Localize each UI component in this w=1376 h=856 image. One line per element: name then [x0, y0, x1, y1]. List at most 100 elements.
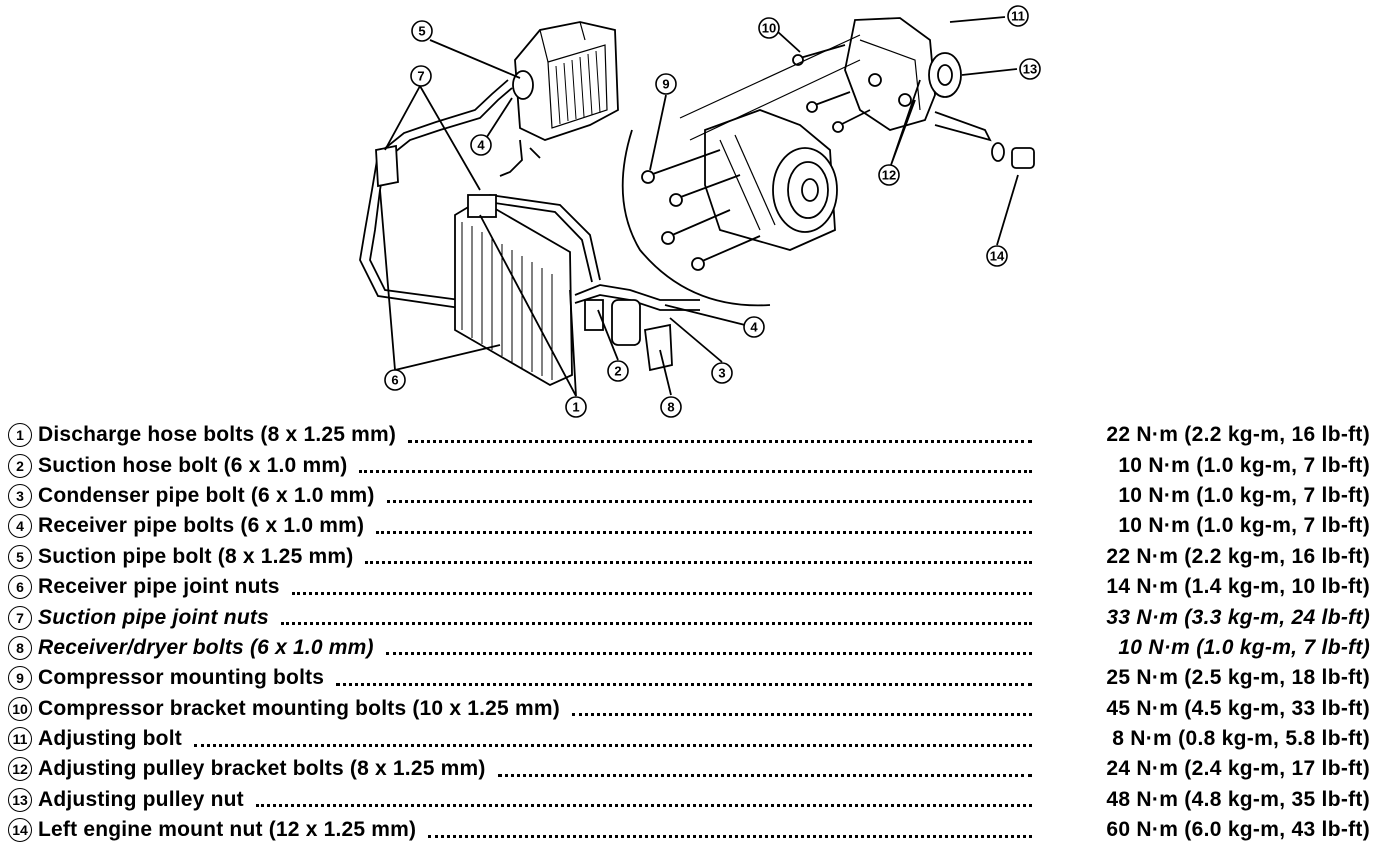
callout-14: 14 [986, 245, 1008, 267]
callout-6-label: 6 [391, 373, 398, 388]
callout-4b-label: 4 [477, 138, 485, 153]
callout-2-label: 2 [614, 364, 621, 379]
detail-arc [621, 129, 771, 307]
callout-7-label: 7 [417, 69, 424, 84]
spec-torque-value: 8 N·m (0.8 kg-m, 5.8 lb-ft) [1112, 727, 1370, 751]
leader-dots [365, 561, 1032, 565]
callout-11-label: 11 [1011, 9, 1025, 24]
callout-2: 2 [607, 360, 629, 382]
ac-system-diagram: 1 2 3 4 4 5 6 7 8 9 10 11 12 13 14 [359, 5, 1041, 418]
spec-torque-value: 48 N·m (4.8 kg-m, 35 lb-ft) [1106, 787, 1370, 811]
spec-label: Compressor bracket mounting bolts (10 x … [38, 696, 560, 720]
suction-pipe [359, 79, 560, 309]
leader-dots [571, 713, 1032, 717]
spec-torque-value: 33 N·m (3.3 kg-m, 24 lb-ft) [1106, 605, 1370, 629]
callout-4a-label: 4 [750, 320, 758, 335]
spec-torque-value: 45 N·m (4.5 kg-m, 33 lb-ft) [1106, 696, 1370, 720]
leader-dots [497, 773, 1032, 777]
compressor [641, 109, 838, 271]
spec-label: Adjusting bolt [38, 727, 182, 751]
callout-4-receiver: 4 [743, 316, 765, 338]
leader-dots [385, 652, 1032, 656]
spec-torque-value: 25 N·m (2.5 kg-m, 18 lb-ft) [1106, 666, 1370, 690]
spec-number: 3 [8, 483, 32, 508]
callout-11: 11 [1007, 5, 1029, 27]
spec-number: 5 [8, 544, 32, 569]
spec-number: 9 [8, 666, 32, 691]
spec-label: Receiver/dryer bolts (6 x 1.0 mm) [38, 635, 374, 659]
callout-6: 6 [384, 369, 406, 391]
spec-number: 6 [8, 575, 32, 600]
leader-dots [359, 470, 1032, 474]
leader-dots [386, 500, 1032, 504]
callout-13: 13 [1019, 58, 1041, 80]
spec-torque-value: 22 N·m (2.2 kg-m, 16 lb-ft) [1106, 544, 1370, 568]
evaporator-housing [499, 21, 619, 177]
spec-torque-value: 60 N·m (6.0 kg-m, 43 lb-ft) [1106, 818, 1370, 842]
callout-13-label: 13 [1023, 62, 1037, 77]
callout-12-label: 12 [882, 168, 896, 183]
spec-number: 14 [8, 818, 32, 843]
leader-dots [280, 622, 1032, 626]
callout-9-label: 9 [662, 77, 669, 92]
spec-torque-value: 10 N·m (1.0 kg-m, 7 lb-ft) [1118, 453, 1370, 477]
spec-torque-value: 24 N·m (2.4 kg-m, 17 lb-ft) [1106, 757, 1370, 781]
spec-torque-value: 22 N·m (2.2 kg-m, 16 lb-ft) [1106, 423, 1370, 447]
spec-torque-value: 10 N·m (1.0 kg-m, 7 lb-ft) [1118, 514, 1370, 538]
callout-7: 7 [410, 65, 432, 87]
spec-number: 13 [8, 787, 32, 812]
leader-dots [376, 530, 1032, 534]
spec-label: Condenser pipe bolt (6 x 1.0 mm) [38, 483, 375, 507]
callout-5: 5 [411, 20, 433, 42]
leader-dots [255, 804, 1032, 808]
spec-number: 8 [8, 635, 32, 660]
spec-label: Receiver pipe joint nuts [38, 575, 280, 599]
spec-torque-value: 14 N·m (1.4 kg-m, 10 lb-ft) [1106, 575, 1370, 599]
spec-number: 11 [8, 727, 32, 752]
leader-lines [379, 16, 1019, 397]
callout-8-label: 8 [667, 400, 674, 415]
spec-number: 4 [8, 514, 32, 539]
callout-12: 12 [878, 164, 900, 186]
spec-torque-value: 10 N·m (1.0 kg-m, 7 lb-ft) [1118, 483, 1370, 507]
receiver-dryer [574, 284, 700, 372]
leader-dots [193, 743, 1032, 747]
spec-label: Receiver pipe bolts (6 x 1.0 mm) [38, 514, 365, 538]
callout-3-label: 3 [718, 366, 725, 381]
spec-torque-value: 10 N·m (1.0 kg-m, 7 lb-ft) [1118, 635, 1370, 659]
callout-10: 10 [758, 17, 780, 39]
spec-number: 12 [8, 757, 32, 782]
spec-label: Discharge hose bolts (8 x 1.25 mm) [38, 423, 397, 447]
leader-dots [408, 439, 1032, 443]
spec-number: 7 [8, 605, 32, 630]
callout-10-label: 10 [762, 21, 776, 36]
callout-1-label: 1 [572, 400, 579, 415]
callout-5-label: 5 [418, 24, 425, 39]
spec-number: 1 [8, 423, 32, 448]
callout-8: 8 [660, 396, 682, 418]
leader-dots [336, 682, 1032, 686]
spec-number: 2 [8, 453, 32, 478]
callout-14-label: 14 [990, 249, 1005, 264]
callout-1: 1 [565, 396, 587, 418]
spec-label: Left engine mount nut (12 x 1.25 mm) [38, 818, 417, 842]
spec-label: Suction hose bolt (6 x 1.0 mm) [38, 453, 348, 477]
spec-label: Suction pipe bolt (8 x 1.25 mm) [38, 544, 354, 568]
spec-label: Compressor mounting bolts [38, 666, 325, 690]
spec-label: Adjusting pulley nut [38, 787, 244, 811]
leader-dots [428, 834, 1032, 838]
spec-number: 10 [8, 696, 32, 721]
